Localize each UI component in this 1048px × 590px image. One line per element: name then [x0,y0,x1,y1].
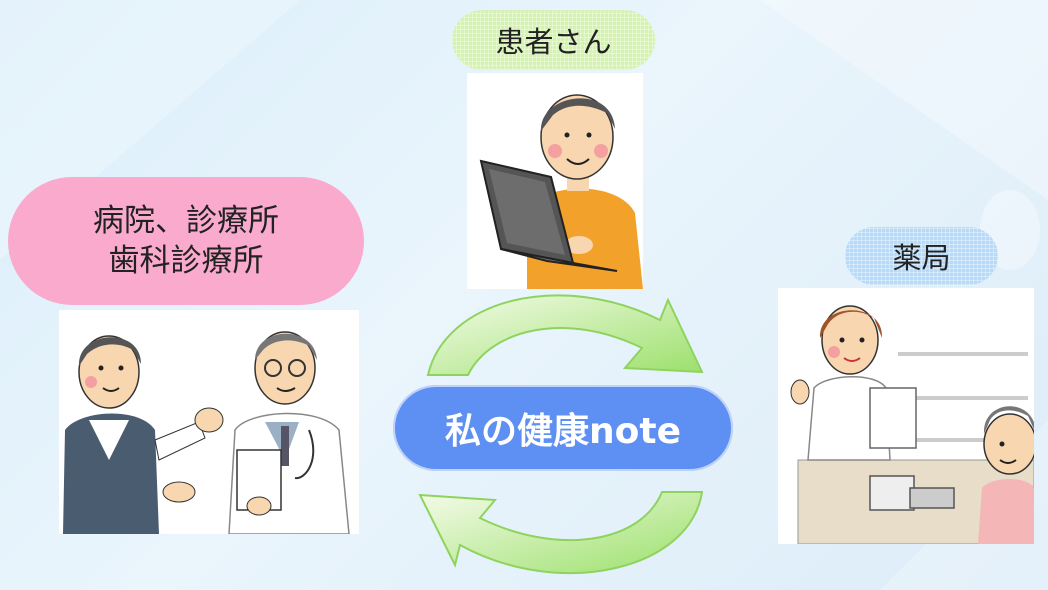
person-laptop-icon [479,94,643,289]
hospital-label: 病院、診療所 歯科診療所 [8,177,364,305]
center-label: 私の健康note [393,385,733,471]
pharmacist-icon [790,305,1034,544]
patient-label: 患者さん [452,10,655,70]
arrow-top [426,294,704,376]
pharmacy-illustration [778,288,1034,544]
patient-label-text: 患者さん [495,25,612,59]
arrow-bottom [418,491,704,575]
hospital-label-line1: 病院、診療所 [93,202,279,239]
hospital-label-line2: 歯科診療所 [108,243,264,279]
doctor-patient-icon [63,331,350,534]
center-label-text: 私の健康note [445,411,681,452]
pharmacy-label-text: 薬局 [892,241,951,275]
pharmacy-label: 薬局 [845,227,998,285]
patient-illustration [467,73,643,289]
hospital-illustration [59,310,359,534]
